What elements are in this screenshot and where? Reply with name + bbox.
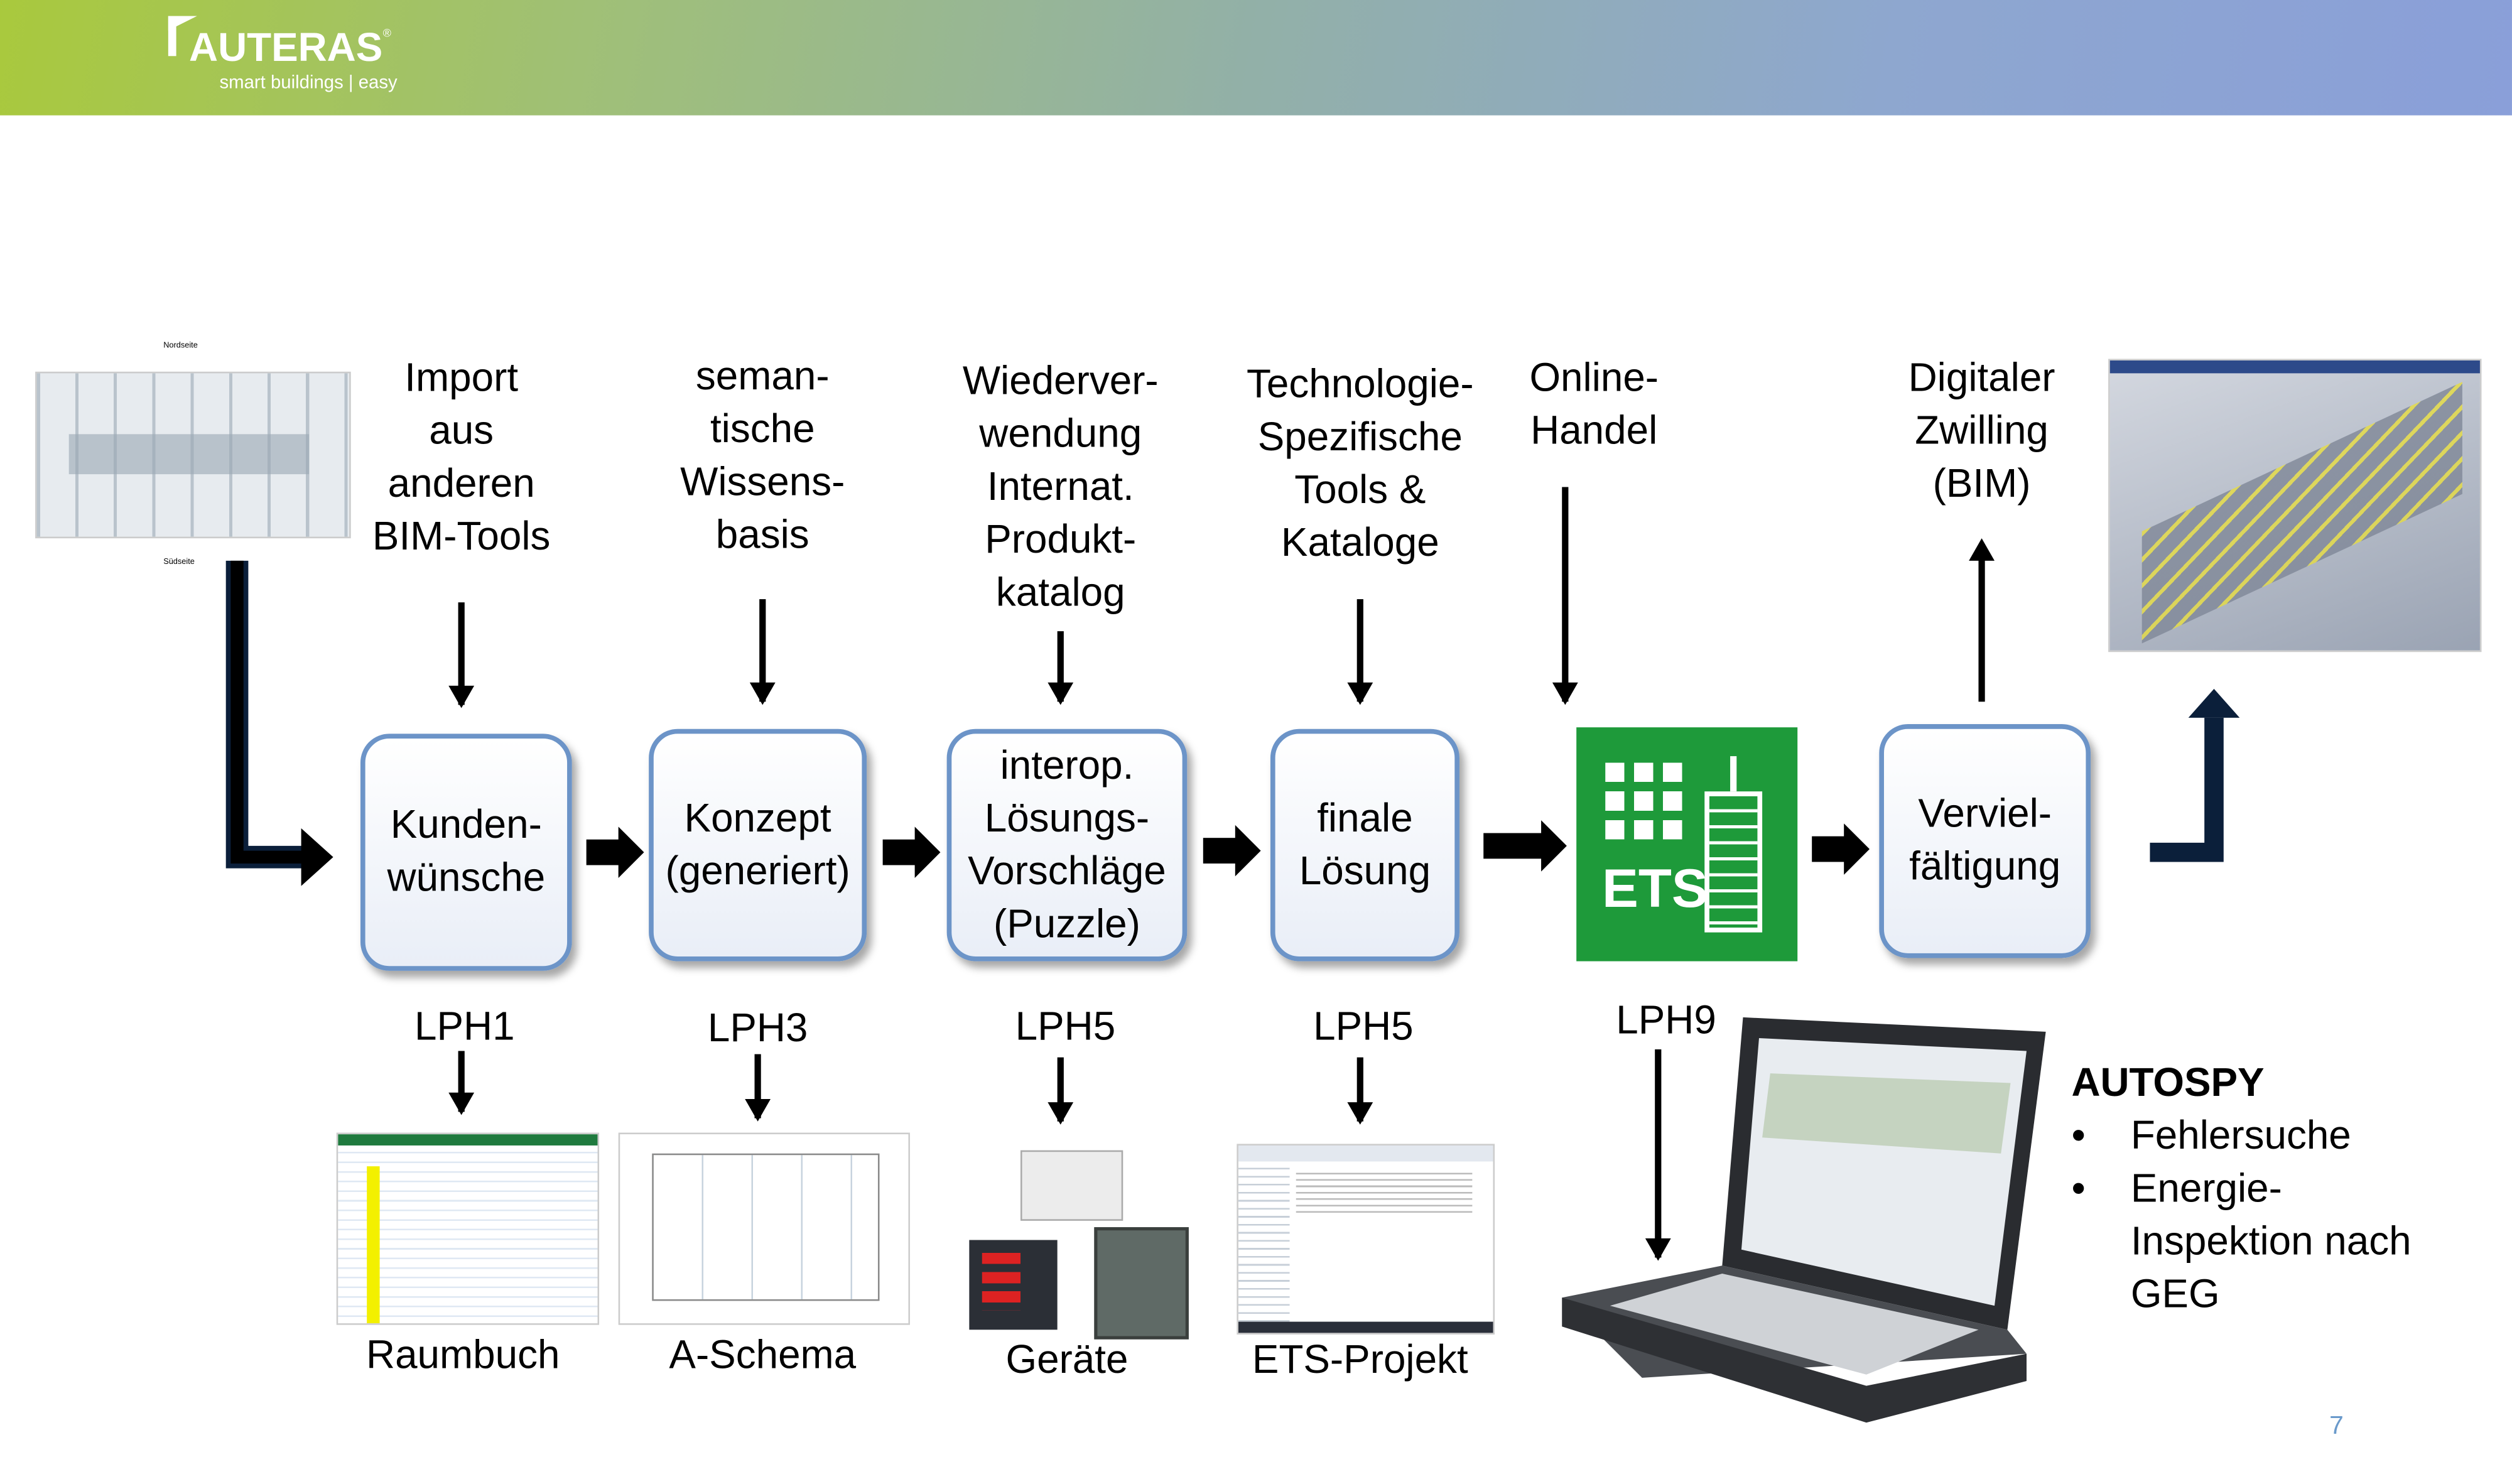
arrow-right	[586, 826, 644, 878]
autospy-bullet: Energie- Inspektion nach GEG	[2071, 1163, 2411, 1322]
box-replication: Verviel- fältigung	[1879, 724, 2091, 958]
ets-logo: ETS	[1576, 727, 1798, 961]
a-schema-image	[618, 1132, 910, 1325]
floorplan-south-label: Südseite	[163, 557, 195, 568]
arrow-down	[1048, 631, 1074, 705]
phase-label: LPH5	[1313, 1004, 1414, 1049]
box-final-solution: finale Lösung	[1270, 728, 1459, 961]
box-solution-proposals: interop. Lösungs- Vorschläge (Puzzle)	[946, 728, 1188, 961]
phase-label: LPH3	[707, 1006, 808, 1051]
arrow-down	[1347, 599, 1373, 705]
bent-arrow-import	[225, 560, 333, 886]
box-concept: Konzept (generiert)	[649, 728, 867, 961]
laptop-image	[1562, 1017, 2046, 1423]
floorplan-image	[35, 371, 351, 539]
arrow-down	[1645, 1049, 1671, 1261]
arrow-right	[1812, 823, 1870, 875]
arrow-up	[1969, 538, 1995, 702]
autospy-panel: AUTOSPY Fehlersuche Energie- Inspektion …	[2071, 1058, 2411, 1322]
arrow-down	[745, 1054, 771, 1122]
phase-label: LPH9	[1616, 998, 1716, 1043]
arrow-down	[448, 602, 475, 708]
page-number: 7	[2329, 1412, 2344, 1441]
arrow-right	[1483, 820, 1567, 872]
arrow-down	[448, 1051, 475, 1115]
ets-project-image	[1237, 1144, 1495, 1335]
caption-devices: Geräte	[1005, 1338, 1129, 1383]
bent-arrow-digital-twin	[2150, 688, 2240, 862]
caption-raumbuch: Raumbuch	[366, 1333, 560, 1378]
phase-label: LPH1	[414, 1004, 515, 1049]
header-banner	[0, 0, 2512, 116]
raumbuch-image	[336, 1132, 600, 1325]
autospy-bullet: Fehlersuche	[2071, 1110, 2411, 1163]
arrow-down	[1347, 1057, 1373, 1125]
arrow-down	[1552, 487, 1578, 705]
devices-image	[969, 1150, 1189, 1340]
autospy-title: AUTOSPY	[2071, 1060, 2265, 1106]
box-customer-wishes: Kunden- wünsche	[360, 734, 572, 971]
floorplan-north-label: Nordseite	[163, 341, 198, 351]
label-online-trade: Online- Handel	[1529, 355, 1659, 453]
arrow-down	[1048, 1057, 1074, 1125]
label-product-catalog: Wiederver- wendung Internat. Produkt- ka…	[962, 359, 1159, 615]
label-semantic-knowledge-base: seman- tische Wissens- basis	[680, 354, 845, 558]
caption-ets-project: ETS-Projekt	[1252, 1338, 1468, 1383]
bim-model-image	[2108, 359, 2482, 653]
arrow-down	[749, 599, 776, 705]
label-digital-twin: Digitaler Zwilling (BIM)	[1908, 355, 2055, 507]
caption-a-schema: A-Schema	[669, 1333, 857, 1378]
label-technology-tools: Technologie- Spezifische Tools & Katalog…	[1246, 362, 1474, 566]
arrow-right	[1203, 825, 1261, 877]
phase-label: LPH5	[1015, 1004, 1116, 1049]
arrow-right	[882, 826, 941, 878]
label-import-bim-tools: Import aus anderen BIM-Tools	[372, 355, 551, 560]
